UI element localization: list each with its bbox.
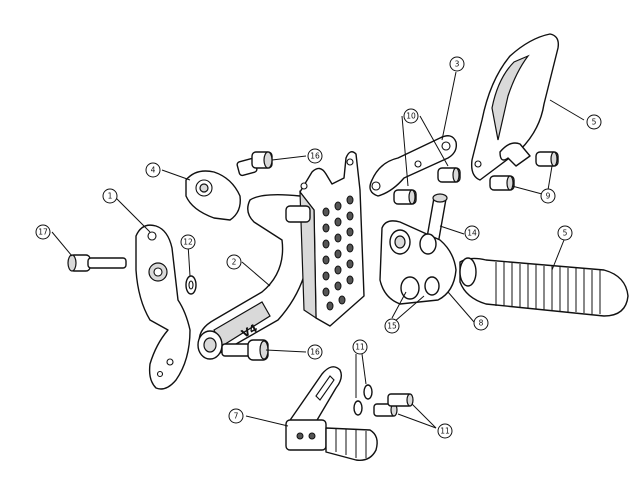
callout-2: 2 (226, 254, 242, 270)
heel-guard-5 (470, 33, 560, 181)
bracket-plate-1 (135, 224, 191, 390)
bolt-17 (67, 254, 127, 272)
callout-label: 3 (455, 60, 460, 69)
callout-label: 5 (592, 118, 597, 127)
eccentric-4 (185, 170, 241, 221)
callout-14: 14 (464, 225, 480, 241)
footpeg-mount-8 (379, 220, 457, 305)
callout-17: 17 (35, 224, 51, 240)
callout-4: 4 (145, 162, 161, 178)
perforated-mount-plate (285, 151, 365, 327)
callout-label: 16 (310, 152, 320, 161)
callout-label: 15 (387, 322, 397, 331)
callout-label: 9 (546, 192, 551, 201)
plate-holes (322, 195, 354, 311)
callout-10: 10 (403, 108, 419, 124)
callout-15: 15 (384, 318, 400, 334)
callout-label: 11 (440, 427, 450, 436)
pin-14 (425, 193, 448, 247)
footpeg-5 (459, 257, 629, 317)
callout-16-top: 16 (307, 148, 323, 164)
callout-11-top: 11 (352, 339, 368, 355)
linkage-rod-3 (369, 135, 458, 197)
callout-16-bottom: 16 (307, 344, 323, 360)
callout-label: 16 (310, 348, 320, 357)
callout-9: 9 (540, 188, 556, 204)
callout-label: 7 (234, 412, 239, 421)
callout-8: 8 (473, 315, 489, 331)
callout-label: 5 (563, 229, 568, 238)
callout-3: 3 (449, 56, 465, 72)
callout-label: 12 (183, 238, 193, 247)
callout-label: 10 (406, 112, 416, 121)
bolts-13 (373, 393, 414, 417)
callout-11-bottom: 11 (437, 423, 453, 439)
washer-12 (185, 275, 197, 295)
leader-lines (51, 71, 585, 429)
callout-label: 1 (108, 192, 113, 201)
shift-lever-7 (285, 366, 378, 461)
callout-5-right: 5 (557, 225, 573, 241)
callout-label: 4 (151, 166, 156, 175)
callout-1: 1 (102, 188, 118, 204)
callout-7: 7 (228, 408, 244, 424)
footpeg-ridges (495, 262, 601, 314)
callout-label: 2 (232, 258, 237, 267)
washers-11-top (353, 384, 373, 416)
bolts-9 (489, 151, 559, 191)
callout-5-top: 5 (586, 114, 602, 130)
callout-label: 17 (38, 228, 48, 237)
callout-12: 12 (180, 234, 196, 250)
bolts-10 (393, 167, 461, 205)
bolt-16-top (236, 151, 273, 177)
callout-label: 11 (355, 343, 365, 352)
callout-label: 14 (467, 229, 477, 238)
callout-label: 8 (479, 319, 484, 328)
